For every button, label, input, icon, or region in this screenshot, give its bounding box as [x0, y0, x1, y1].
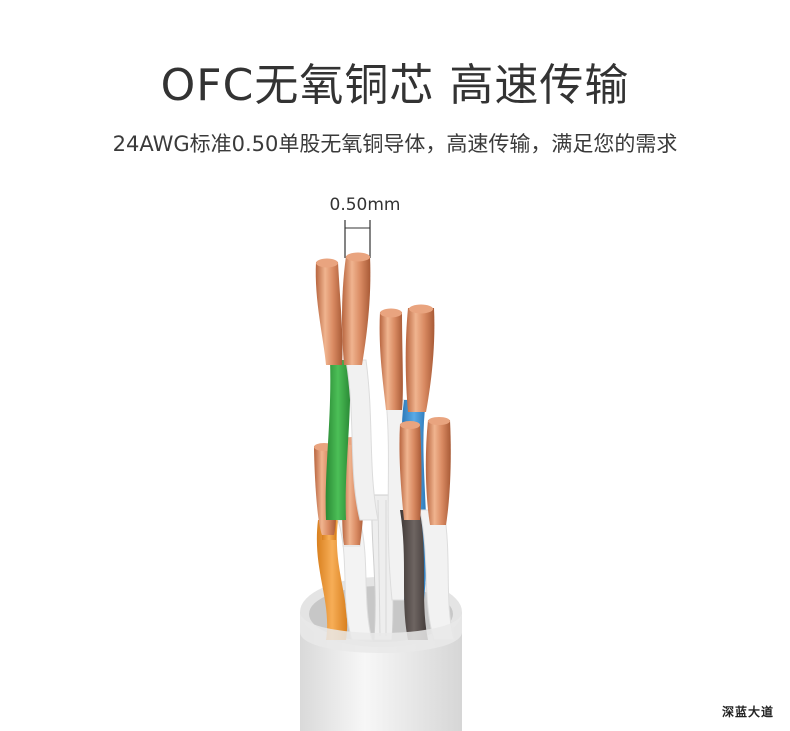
jacket-lip	[300, 612, 462, 653]
brand-logo: 深蓝大道	[721, 705, 774, 719]
dimension-label: 0.50mm	[329, 195, 401, 215]
page-title: OFC无氧铜芯 高速传输	[160, 60, 630, 111]
page-subtitle: 24AWG标准0.50单股无氧铜导体，高速传输，满足您的需求	[112, 132, 678, 156]
green-pair	[315, 252, 379, 521]
brown-pair	[399, 417, 455, 641]
dimension-marker	[344, 220, 371, 258]
filler-thread	[371, 494, 394, 641]
